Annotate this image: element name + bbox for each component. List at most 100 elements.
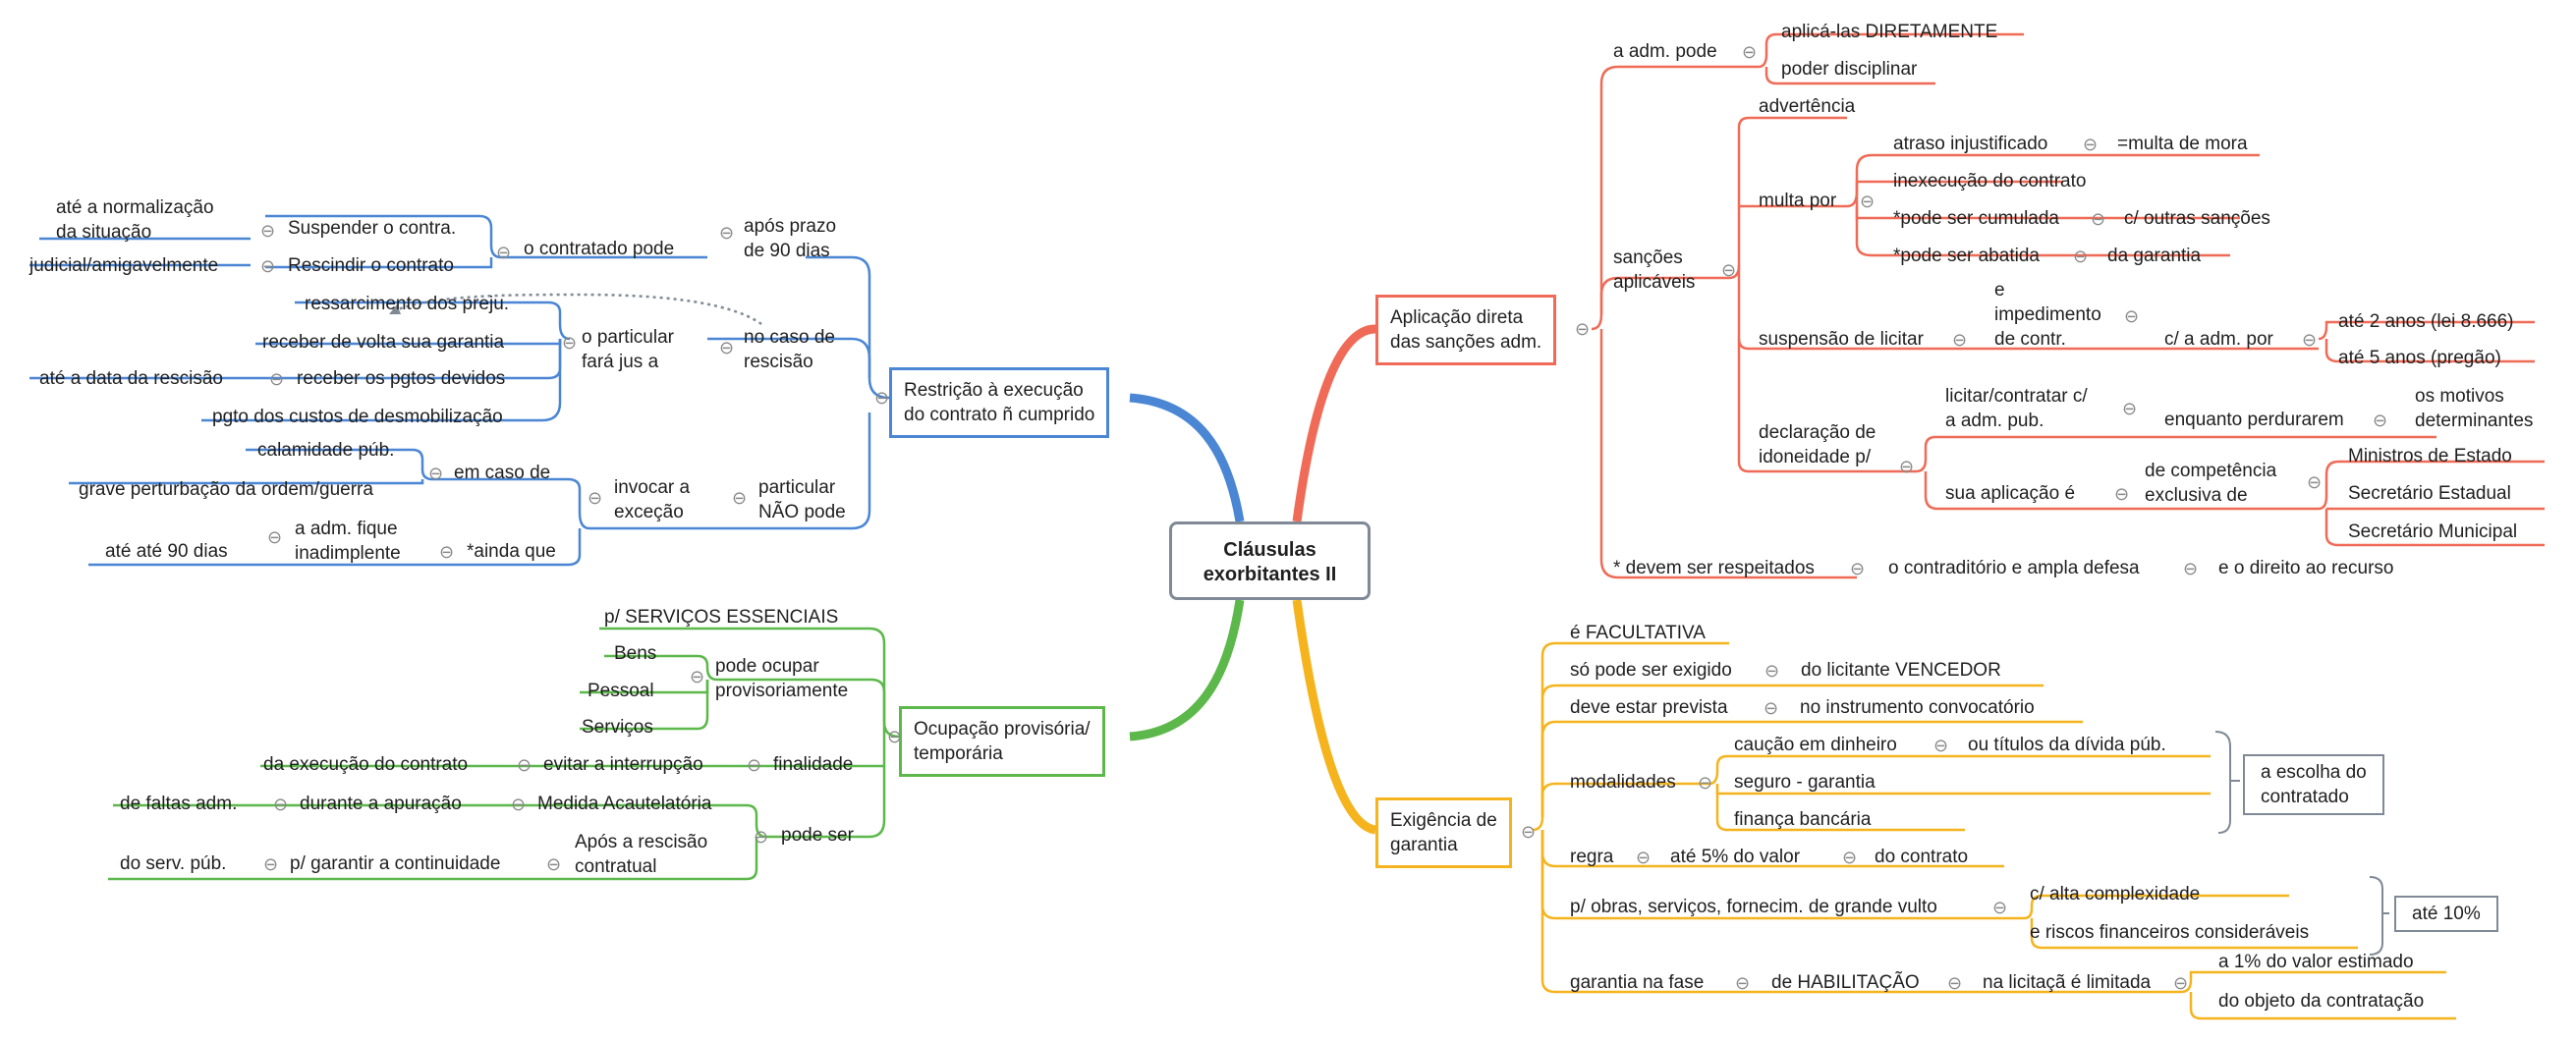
collapse-toggle-icon[interactable]: ⊖ <box>2373 411 2388 430</box>
node-apos-rescisao[interactable]: Após a rescisão contratual <box>575 832 708 877</box>
node-devem-ser[interactable]: * devem ser respeitados <box>1613 558 1815 578</box>
node-ate-data-rescisao[interactable]: até a data da rescisão <box>39 368 223 389</box>
node-receber-garantia[interactable]: receber de volta sua garantia <box>262 332 505 353</box>
node-sec-estadual[interactable]: Secretário Estadual <box>2348 483 2511 504</box>
node-so-pode[interactable]: só pode ser exigido <box>1570 660 1732 681</box>
node-garantia-fase[interactable]: garantia na fase <box>1570 972 1705 993</box>
node-finalidade[interactable]: finalidade <box>773 754 854 775</box>
topic-restricao[interactable]: Restrição à execução do contrato ñ cumpr… <box>889 367 1110 438</box>
node-riscos[interactable]: e riscos financeiros consideráveis <box>2030 922 2310 943</box>
node-instrumento[interactable]: no instrumento convocatório <box>1800 697 2035 718</box>
collapse-toggle-icon[interactable]: ⊖ <box>719 338 735 357</box>
node-multa-por[interactable]: multa por <box>1759 191 1837 211</box>
collapse-toggle-icon[interactable]: ⊖ <box>273 795 289 814</box>
node-calamidade[interactable]: calamidade púb. <box>257 440 395 461</box>
node-particular-nao-pode[interactable]: particular NÃO pode <box>758 477 846 522</box>
node-outras-sancoes[interactable]: c/ outras sanções <box>2124 208 2270 229</box>
node-c-adm-por[interactable]: c/ a adm. por <box>2164 329 2273 350</box>
node-cumulada[interactable]: *pode ser cumulada <box>1893 208 2059 229</box>
node-alta-complex[interactable]: c/ alta complexidade <box>2030 884 2201 905</box>
node-direito-recurso[interactable]: e o direito ao recurso <box>2218 558 2394 578</box>
node-pode-ser[interactable]: pode ser <box>781 825 854 846</box>
collapse-toggle-icon[interactable]: ⊖ <box>263 854 279 874</box>
node-habilitacao[interactable]: de HABILITAÇÃO <box>1771 972 1920 993</box>
collapse-toggle-icon[interactable]: ⊖ <box>1764 698 1779 718</box>
node-fianca[interactable]: finança bancária <box>1734 809 1872 830</box>
node-o-contratado-pode[interactable]: o contratado pode <box>524 239 675 259</box>
node-suspender[interactable]: Suspender o contra. <box>288 218 457 239</box>
collapse-toggle-icon[interactable]: ⊖ <box>1899 457 1915 476</box>
node-abatida[interactable]: *pode ser abatida <box>1893 246 2040 266</box>
node-ainda-que[interactable]: *ainda que <box>467 541 556 562</box>
collapse-toggle-icon[interactable]: ⊖ <box>1742 42 1758 62</box>
node-inexecucao[interactable]: inexecução do contrato <box>1893 171 2087 192</box>
node-declaracao[interactable]: declaração de idoneidade p/ <box>1759 422 1876 467</box>
node-no-caso-rescisao[interactable]: no caso de rescisão <box>744 327 835 372</box>
node-titulos[interactable]: ou títulos da dívida púb. <box>1968 735 2166 755</box>
collapse-toggle-icon[interactable]: ⊖ <box>496 243 512 262</box>
collapse-toggle-icon[interactable]: ⊖ <box>562 333 578 353</box>
collapse-toggle-icon[interactable]: ⊖ <box>269 369 285 389</box>
collapse-toggle-icon[interactable]: ⊖ <box>2173 973 2189 993</box>
node-receber-pgtos[interactable]: receber os pgtos devidos <box>297 368 506 389</box>
collapse-toggle-icon[interactable]: ⊖ <box>260 256 276 276</box>
collapse-toggle-icon[interactable]: ⊖ <box>747 755 762 775</box>
node-licitar-contratar[interactable]: licitar/contratar c/ a adm. pub. <box>1945 386 2088 431</box>
node-apos-prazo[interactable]: após prazo de 90 dias <box>744 216 837 261</box>
node-impedimento[interactable]: e impedimento de contr. <box>1994 280 2101 350</box>
node-licitante[interactable]: do licitante VENCEDOR <box>1801 660 2001 681</box>
node-bens[interactable]: Bens <box>614 643 657 664</box>
collapse-toggle-icon[interactable]: ⊖ <box>2124 306 2140 326</box>
node-regra[interactable]: regra <box>1570 847 1614 867</box>
summary-escolha-contratado[interactable]: a escolha do contratado <box>2243 754 2384 815</box>
node-licitacao-limitada[interactable]: na licitaçã é limitada <box>1983 972 2152 993</box>
collapse-toggle-icon[interactable]: ⊖ <box>546 854 562 874</box>
node-sua-aplicacao[interactable]: sua aplicação é <box>1945 483 2076 504</box>
node-facultativa[interactable]: é FACULTATIVA <box>1570 623 1706 643</box>
node-ate-5-anos[interactable]: até 5 anos (pregão) <box>2338 348 2501 368</box>
node-em-caso-de[interactable]: em caso de <box>454 463 551 483</box>
collapse-toggle-icon[interactable]: ⊖ <box>2073 247 2089 266</box>
node-obras[interactable]: p/ obras, serviços, fornecim. de grande … <box>1570 897 1937 917</box>
collapse-toggle-icon[interactable]: ⊖ <box>517 755 532 775</box>
collapse-toggle-icon[interactable]: ⊖ <box>2307 472 2323 492</box>
node-sancoes-aplicaveis[interactable]: sanções aplicáveis <box>1613 247 1696 293</box>
node-competencia[interactable]: de competência exclusiva de <box>2145 461 2277 506</box>
summary-ate-10[interactable]: até 10% <box>2394 896 2498 932</box>
node-aplica-las[interactable]: aplicá-las DIRETAMENTE <box>1781 22 1998 42</box>
collapse-toggle-icon[interactable]: ⊖ <box>1521 822 1537 842</box>
collapse-toggle-icon[interactable]: ⊖ <box>2302 330 2318 350</box>
collapse-toggle-icon[interactable]: ⊖ <box>1764 661 1780 681</box>
collapse-toggle-icon[interactable]: ⊖ <box>428 464 444 483</box>
collapse-toggle-icon[interactable]: ⊖ <box>1850 559 1866 578</box>
node-rescindir[interactable]: Rescindir o contrato <box>288 255 454 276</box>
node-ate-2-anos[interactable]: até 2 anos (lei 8.666) <box>2338 311 2514 332</box>
node-suspensao[interactable]: suspensão de licitar <box>1759 329 1924 350</box>
collapse-toggle-icon[interactable]: ⊖ <box>439 542 455 562</box>
node-enquanto[interactable]: enquanto perdurarem <box>2164 410 2344 430</box>
collapse-toggle-icon[interactable]: ⊖ <box>874 388 890 408</box>
node-sec-municipal[interactable]: Secretário Municipal <box>2348 521 2518 542</box>
node-ate-normalizacao[interactable]: até a normalização da situação <box>56 197 214 243</box>
node-da-execucao[interactable]: da execução do contrato <box>263 754 469 775</box>
node-particular-fara[interactable]: o particular fará jus a <box>582 327 674 372</box>
node-pode-ocupar[interactable]: pode ocupar provisoriamente <box>715 656 849 701</box>
collapse-toggle-icon[interactable]: ⊖ <box>719 223 735 243</box>
node-ate-5[interactable]: até 5% do valor <box>1670 847 1801 867</box>
node-motivos[interactable]: os motivos determinantes <box>2415 386 2534 431</box>
node-servicos[interactable]: Serviços <box>582 717 653 738</box>
node-grave-perturbacao[interactable]: grave perturbação da ordem/guerra <box>79 479 373 500</box>
node-durante-apuracao[interactable]: durante a apuração <box>300 794 462 814</box>
topic-aplicacao[interactable]: Aplicação direta das sanções adm. <box>1375 295 1557 365</box>
node-invocar-excecao[interactable]: invocar a exceção <box>614 477 691 522</box>
collapse-toggle-icon[interactable]: ⊖ <box>2183 559 2199 578</box>
node-judicial[interactable]: judicial/amigavelmente <box>29 255 219 276</box>
collapse-toggle-icon[interactable]: ⊖ <box>2091 209 2106 229</box>
node-de-faltas[interactable]: de faltas adm. <box>120 794 238 814</box>
node-atraso[interactable]: atraso injustificado <box>1893 134 2048 154</box>
collapse-toggle-icon[interactable]: ⊖ <box>754 827 769 847</box>
node-da-garantia[interactable]: da garantia <box>2107 246 2202 266</box>
node-modalidades[interactable]: modalidades <box>1570 772 1676 793</box>
collapse-toggle-icon[interactable]: ⊖ <box>1698 773 1713 793</box>
collapse-toggle-icon[interactable]: ⊖ <box>2114 484 2130 504</box>
